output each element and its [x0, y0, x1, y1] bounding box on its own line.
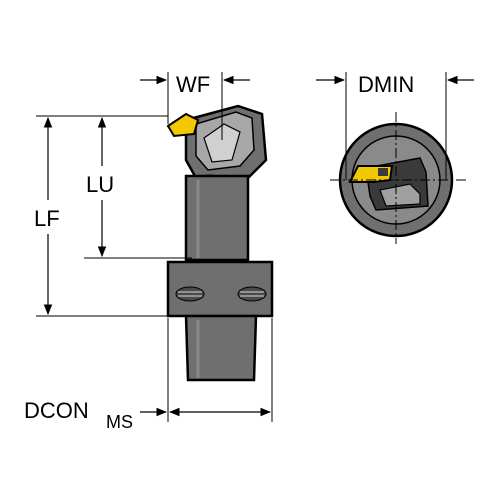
dcon-subscript: MS	[106, 412, 133, 432]
tool-side-view	[166, 104, 274, 382]
dmin-dimension: DMIN	[316, 72, 474, 180]
lf-dimension: LF	[34, 115, 170, 317]
coupling-slot-left	[175, 286, 205, 302]
tool-bar	[184, 174, 250, 262]
wf-dimension: WF	[140, 72, 250, 140]
lf-label: LF	[34, 206, 60, 231]
dcon-dimension: DCON MS	[24, 318, 273, 432]
insert-tip	[166, 112, 200, 138]
tool-end-view	[330, 112, 466, 244]
coupling-shank	[184, 314, 258, 382]
lu-dimension: LU	[84, 115, 192, 259]
wf-label: WF	[176, 72, 210, 97]
coupling-slot-right	[237, 286, 267, 302]
insert-seat	[203, 123, 241, 163]
dmin-label: DMIN	[358, 72, 414, 97]
lu-label: LU	[86, 172, 114, 197]
dcon-label: DCON	[24, 398, 89, 423]
